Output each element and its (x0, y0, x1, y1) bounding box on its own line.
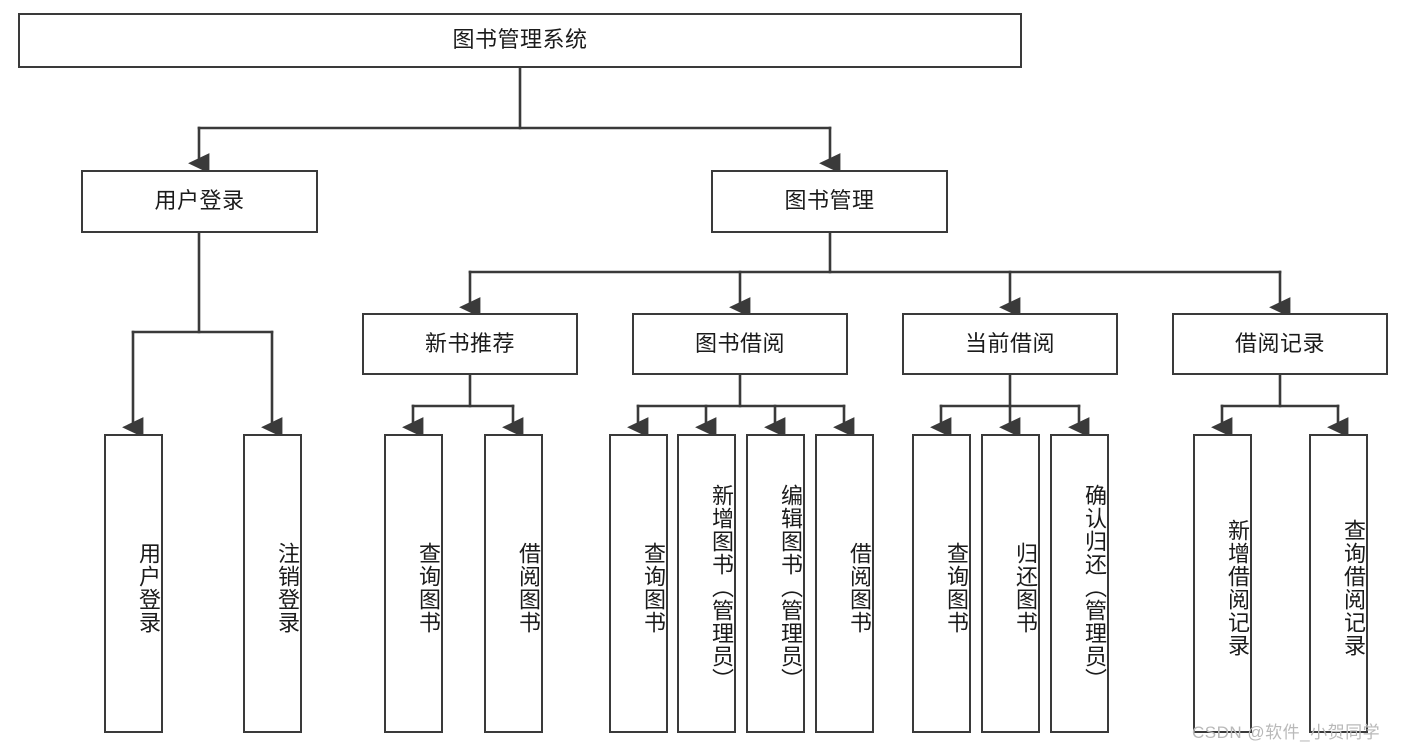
leaf-logout-login[interactable]: 注销登录 (243, 434, 302, 733)
node-root-label: 图书管理系统 (452, 27, 588, 53)
node-root[interactable]: 图书管理系统 (18, 13, 1022, 68)
node-new-book-recommend[interactable]: 新书推荐 (362, 313, 578, 375)
leaf-return-book-label: 归还图书 (1013, 541, 1038, 634)
leaf-add-record-label: 新增借阅记录 (1225, 518, 1250, 657)
leaf-add-book-label: 新增图书（管理员） (709, 484, 734, 691)
leaf-add-book[interactable]: 新增图书（管理员） (677, 434, 736, 733)
leaf-edit-book[interactable]: 编辑图书（管理员） (746, 434, 805, 733)
node-borrow-record-label: 借阅记录 (1234, 330, 1325, 356)
node-borrow-record[interactable]: 借阅记录 (1172, 313, 1388, 375)
leaf-query-book-2[interactable]: 查询图书 (609, 434, 668, 733)
leaf-query-record[interactable]: 查询借阅记录 (1309, 434, 1368, 733)
node-book-manage-label: 图书管理 (784, 188, 875, 214)
leaf-query-book-2-label: 查询图书 (641, 541, 666, 634)
leaf-confirm-return[interactable]: 确认归还（管理员） (1050, 434, 1109, 733)
node-book-manage[interactable]: 图书管理 (711, 170, 948, 233)
leaf-user-login[interactable]: 用户登录 (104, 434, 163, 733)
node-new-book-recommend-label: 新书推荐 (424, 330, 515, 356)
leaf-add-record[interactable]: 新增借阅记录 (1193, 434, 1252, 733)
node-book-borrow[interactable]: 图书借阅 (632, 313, 848, 375)
leaf-query-book-3[interactable]: 查询图书 (912, 434, 971, 733)
leaf-edit-book-label: 编辑图书（管理员） (778, 484, 803, 691)
leaf-query-book-1[interactable]: 查询图书 (384, 434, 443, 733)
leaf-query-book-3-label: 查询图书 (944, 541, 969, 634)
leaf-user-login-label: 用户登录 (136, 541, 161, 634)
leaf-query-record-label: 查询借阅记录 (1341, 518, 1366, 657)
leaf-confirm-return-label: 确认归还（管理员） (1082, 484, 1107, 691)
node-user-login-label: 用户登录 (154, 188, 245, 214)
leaf-return-book[interactable]: 归还图书 (981, 434, 1040, 733)
leaf-borrow-book-2[interactable]: 借阅图书 (815, 434, 874, 733)
node-current-borrow[interactable]: 当前借阅 (902, 313, 1118, 375)
leaf-borrow-book-2-label: 借阅图书 (847, 541, 872, 634)
node-book-borrow-label: 图书借阅 (694, 330, 785, 356)
node-user-login[interactable]: 用户登录 (81, 170, 318, 233)
node-current-borrow-label: 当前借阅 (964, 330, 1055, 356)
leaf-query-book-1-label: 查询图书 (416, 541, 441, 634)
csdn-watermark: CSDN @软件_小贺同学 (1192, 723, 1381, 742)
leaf-borrow-book-1-label: 借阅图书 (516, 541, 541, 634)
leaf-borrow-book-1[interactable]: 借阅图书 (484, 434, 543, 733)
leaf-logout-login-label: 注销登录 (275, 541, 300, 634)
